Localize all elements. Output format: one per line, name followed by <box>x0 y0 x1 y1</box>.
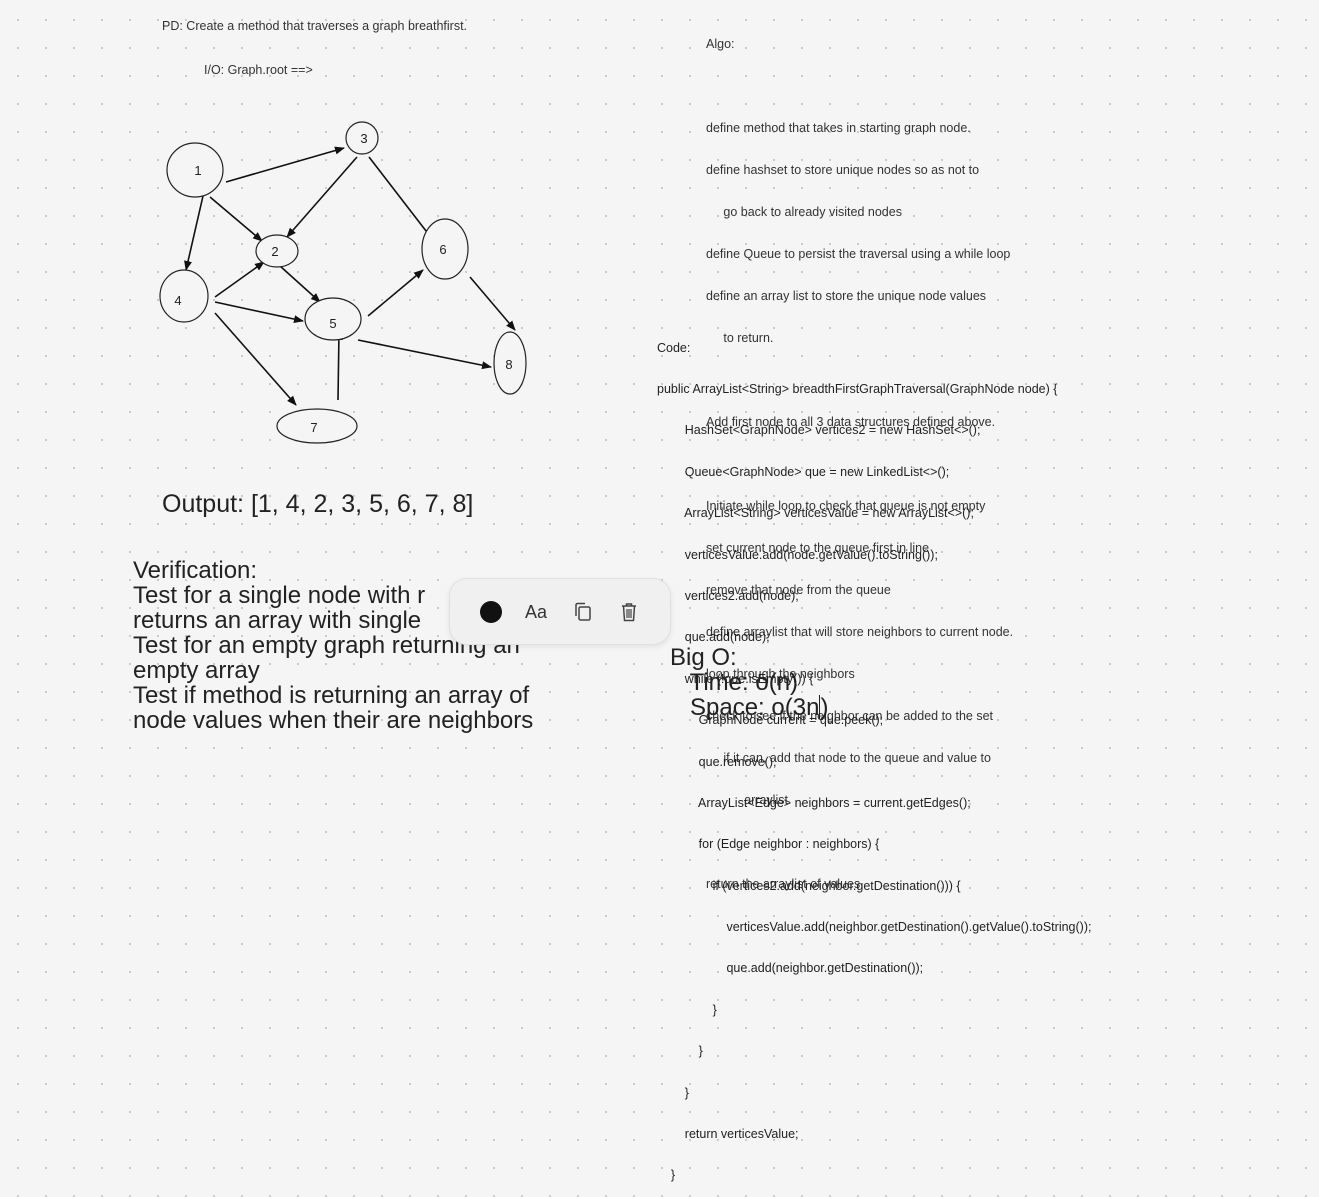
code-line: } <box>657 1168 676 1183</box>
algo-line: define an array list to store the unique… <box>706 289 987 303</box>
graph-node-7 <box>276 408 358 444</box>
code-line: for (Edge neighbor : neighbors) { <box>657 837 880 852</box>
code-line: return verticesValue; <box>657 1127 799 1142</box>
output-text: Output: [1, 4, 2, 3, 5, 6, 7, 8] <box>162 490 474 518</box>
edge-7-5 <box>334 330 343 401</box>
algo-line: Add first node to all 3 data structures … <box>706 415 996 429</box>
algo-line: define method that takes in starting gra… <box>706 121 971 135</box>
edge-1-2 <box>209 196 263 242</box>
code-line: vertices2.add(node); <box>657 588 799 603</box>
graph-node-4 <box>159 269 209 323</box>
edge-4-5 <box>214 301 304 324</box>
graph-node-8 <box>493 331 527 395</box>
code-block: Code: public ArrayList<String> breadthFi… <box>657 314 1091 1197</box>
node-label-1: 1 <box>194 163 201 178</box>
node-label-7: 7 <box>310 420 317 435</box>
algo-line: go back to already visited nodes <box>706 205 902 219</box>
code-line: } <box>657 1044 703 1059</box>
edge-1-4 <box>184 195 204 271</box>
verification-line: Test if method is returning an array of <box>133 682 530 709</box>
node-label-8: 8 <box>505 357 512 372</box>
code-line: verticesValue.add(node.getValue().toStri… <box>657 547 938 562</box>
edge-5-8 <box>357 339 492 370</box>
algo-line: loop through the neighbors <box>706 667 855 681</box>
code-line: verticesValue.add(neighbor.getDestinatio… <box>657 920 1092 935</box>
code-line: HashSet<GraphNode> vertices2 = new HashS… <box>657 423 981 438</box>
verification-line: Test for an empty graph returning an <box>133 632 520 659</box>
floating-toolbar: Aa <box>449 578 671 645</box>
node-label-4: 4 <box>174 293 181 308</box>
code-label: Code: <box>657 340 691 355</box>
bigo-space: Space: o(3n <box>670 694 820 721</box>
node-label-3: 3 <box>360 131 367 146</box>
edge-6-8 <box>469 276 516 331</box>
edge-4-2 <box>214 261 265 298</box>
code-line: } <box>657 1002 717 1017</box>
text-style-button[interactable]: Aa <box>521 597 551 627</box>
text-style-icon: Aa <box>524 601 548 622</box>
verification-line: node values when their are neighbors <box>133 707 534 734</box>
code-line: } <box>657 1085 689 1100</box>
bigo-title: Big O: <box>670 644 737 671</box>
algo-line: define arraylist that will store neighbo… <box>706 625 1014 639</box>
verification-block: Verification: Test for a single node wit… <box>133 558 533 733</box>
node-label-6: 6 <box>439 242 446 257</box>
edge-4-7 <box>214 312 297 406</box>
graph-node-2 <box>255 234 299 268</box>
graph-node-1 <box>166 142 224 198</box>
verification-title: Verification: <box>133 557 258 584</box>
verification-line: Test for a single node with r <box>133 582 426 609</box>
edge-5-6 <box>367 269 424 317</box>
algo-block: Algo: define method that takes in starti… <box>706 9 1013 905</box>
code-line: while (!que.isEmpty()) { <box>657 671 814 686</box>
code-line: ArrayList<Edge> neighbors = current.getE… <box>657 795 971 810</box>
code-line: public ArrayList<String> breadthFirstGra… <box>657 381 1058 396</box>
text-cursor <box>819 695 821 719</box>
color-swatch-icon <box>480 601 502 623</box>
code-line: ArrayList<String> verticesValue = new Ar… <box>657 506 974 521</box>
verification-line: empty array <box>133 657 260 684</box>
bigo-block[interactable]: Big O: Time: o(n) Space: o(3n) <box>670 645 828 720</box>
graph-node-6 <box>421 218 469 280</box>
algo-title: Algo: <box>706 37 735 51</box>
copy-button[interactable] <box>568 597 598 627</box>
bigo-time: Time: o(n) <box>670 669 799 696</box>
trash-icon <box>622 603 636 622</box>
algo-line: check to see if the neighbor can be adde… <box>706 709 994 723</box>
edge-3-6 <box>368 156 434 241</box>
code-line: que.add(node); <box>657 630 770 645</box>
color-button[interactable] <box>476 597 506 627</box>
graph-node-5 <box>304 297 362 341</box>
code-line: que.add(neighbor.getDestination()); <box>657 961 924 976</box>
bigo-space-line[interactable]: Space: o(3n) <box>670 694 829 721</box>
algo-line: define hashset to store unique nodes so … <box>706 163 980 177</box>
code-line: Queue<GraphNode> que = new LinkedList<>(… <box>657 464 950 479</box>
code-line: GraphNode current = que.peek(); <box>657 713 884 728</box>
problem-description: PD: Create a method that traverses a gra… <box>162 19 468 33</box>
algo-line: remove that node from the queue <box>706 583 891 597</box>
edge-1-3 <box>225 146 345 183</box>
algo-line: Initiate while loop to check that queue … <box>706 499 986 513</box>
algo-line: define Queue to persist the traversal us… <box>706 247 1011 261</box>
edge-2-5 <box>279 265 321 303</box>
graph-node-3 <box>345 121 379 155</box>
algo-line: set current node to the queue first in l… <box>706 541 930 555</box>
delete-button[interactable] <box>614 597 644 627</box>
copy-icon <box>575 602 591 621</box>
io-label: I/O: Graph.root ==> <box>204 63 313 77</box>
algo-line: to return. <box>706 331 774 345</box>
node-label-5: 5 <box>329 316 336 331</box>
graph-diagram: 1 2 3 4 5 6 7 8 <box>159 121 527 444</box>
code-line: if (vertices2.add(neighbor.getDestinatio… <box>657 878 961 893</box>
node-label-2: 2 <box>271 244 278 259</box>
verification-line: returns an array with single <box>133 607 422 634</box>
edge-3-2 <box>286 156 358 238</box>
